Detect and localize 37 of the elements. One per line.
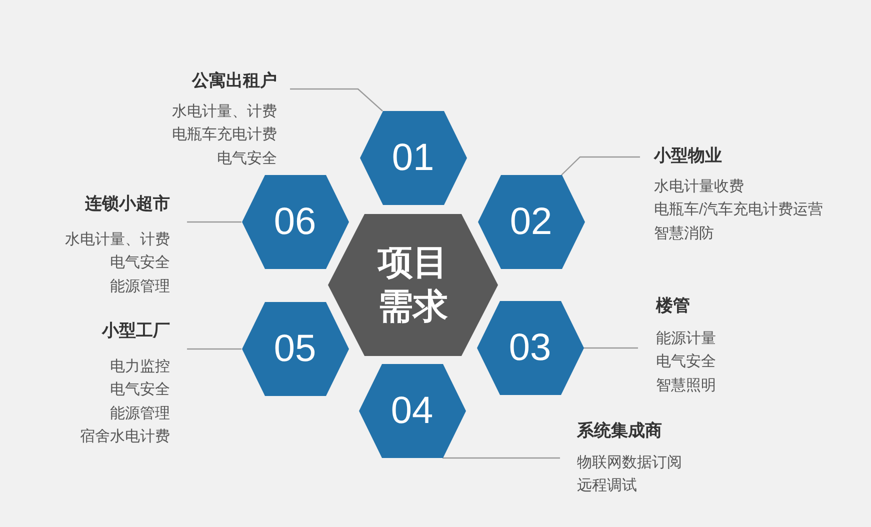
- list-item-text: 电力监控: [109, 357, 170, 377]
- list-item-text: 电瓶车充电计费: [171, 125, 277, 146]
- number-label: 02: [508, 202, 554, 242]
- heading-text: 公寓出租户: [190, 70, 277, 92]
- list-item-text: 宿舍水电计费: [79, 426, 170, 447]
- list-item-text: 智慧照明: [656, 376, 717, 396]
- leader-line: [442, 457, 560, 459]
- heading-text: 楼管: [656, 295, 691, 317]
- list-item-text: 电气安全: [656, 352, 717, 372]
- list-item-text: 物联网数据订阅: [577, 453, 683, 473]
- list-item-text: 能源管理: [109, 404, 170, 424]
- leader-line: [584, 347, 638, 349]
- title-label: 项目需求: [377, 242, 449, 328]
- list-item-text: 水电计量收费: [654, 177, 745, 197]
- list-item-text: 电瓶车/汽车充电计费运营: [654, 200, 824, 220]
- number-label: 03: [508, 328, 552, 368]
- number-label: 06: [272, 202, 318, 242]
- list-item-text: 水电计量、计费: [171, 102, 277, 122]
- list-item-text: 电气安全: [216, 148, 277, 169]
- leader-line: [187, 221, 242, 223]
- list-item-text: 能源计量: [656, 329, 717, 349]
- leader-line: [290, 88, 383, 112]
- leader-line: [561, 156, 640, 176]
- list-item-text: 水电计量、计费: [64, 230, 170, 250]
- number-label: 01: [390, 138, 436, 178]
- list-item-text: 远程调试: [577, 476, 638, 496]
- number-label: 04: [390, 391, 434, 431]
- heading-text: 小型工厂: [100, 320, 170, 342]
- leader-line: [187, 348, 242, 350]
- heading-text: 连锁小超市: [84, 193, 170, 215]
- list-item-text: 智慧消防: [654, 224, 715, 244]
- heading-text: 小型物业: [654, 145, 723, 167]
- heading-text: 系统集成商: [577, 420, 663, 442]
- list-item-text: 电气安全: [109, 380, 170, 400]
- list-item-text: 电气安全: [109, 253, 170, 274]
- list-item-text: 能源管理: [109, 276, 170, 297]
- number-label: 05: [272, 329, 318, 369]
